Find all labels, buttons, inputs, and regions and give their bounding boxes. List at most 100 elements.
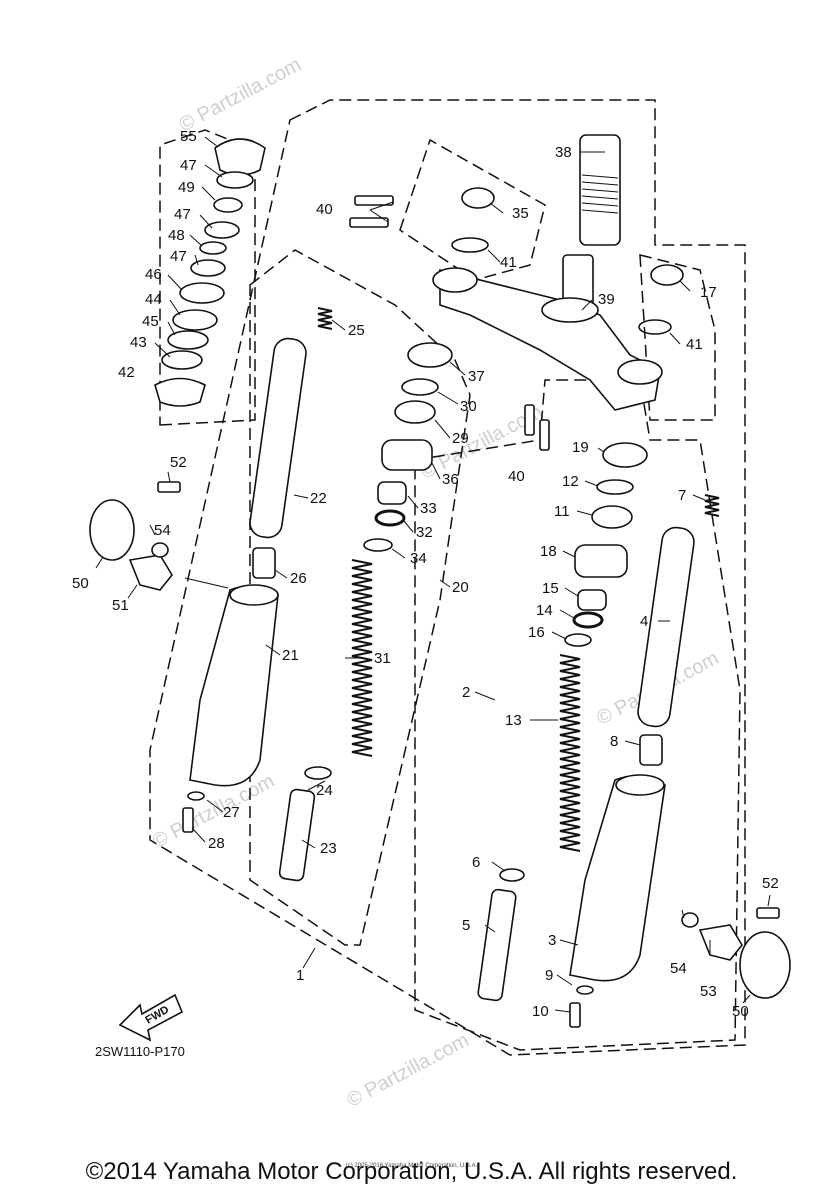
cap-55 bbox=[214, 138, 266, 176]
cap-35 bbox=[461, 187, 495, 209]
part-label-30: 30 bbox=[460, 398, 477, 415]
bearing-37 bbox=[407, 342, 453, 368]
nut-54-left bbox=[151, 542, 169, 558]
part-label-48: 48 bbox=[168, 227, 185, 244]
part-label-29: 29 bbox=[452, 430, 469, 447]
circlip-12 bbox=[596, 479, 634, 495]
inner-tube-right bbox=[637, 526, 695, 728]
bearing-45 bbox=[167, 330, 209, 350]
watermark: © Partzilla.com bbox=[343, 1029, 472, 1112]
part-label-5: 5 bbox=[462, 917, 470, 934]
race-44 bbox=[172, 309, 218, 331]
part-label-15: 15 bbox=[542, 580, 559, 597]
bushing-26 bbox=[252, 547, 276, 579]
part-label-7: 7 bbox=[678, 487, 686, 504]
part-label-28: 28 bbox=[208, 835, 225, 852]
part-label-21: 21 bbox=[282, 647, 299, 664]
bushing-8 bbox=[639, 734, 663, 766]
part-label-9: 9 bbox=[545, 967, 553, 984]
reflector-left bbox=[89, 499, 135, 561]
dust-seal-33 bbox=[377, 481, 407, 505]
part-label-37: 37 bbox=[468, 368, 485, 385]
copyright-footer: ©2014 Yamaha Motor Corporation, U.S.A. A… bbox=[85, 1158, 738, 1185]
bolt-52-right bbox=[756, 907, 780, 919]
part-label-35: 35 bbox=[512, 205, 529, 222]
part-label-44: 44 bbox=[145, 291, 162, 308]
damper-rod-right bbox=[477, 888, 517, 1002]
o-ring-32 bbox=[374, 509, 406, 527]
circlip-30 bbox=[401, 378, 439, 396]
reflector-right bbox=[739, 931, 791, 999]
part-label-32: 32 bbox=[416, 524, 433, 541]
part-label-16: 16 bbox=[528, 624, 545, 641]
part-label-25: 25 bbox=[348, 322, 365, 339]
nut-47b bbox=[204, 221, 240, 239]
clip-34 bbox=[363, 538, 393, 552]
watermark: © Partzilla.com bbox=[176, 54, 305, 137]
part-label-18: 18 bbox=[540, 543, 557, 560]
part-label-51: 51 bbox=[112, 597, 129, 614]
ring-6 bbox=[499, 868, 525, 882]
part-label-40: 40 bbox=[508, 468, 525, 485]
part-label-52: 52 bbox=[170, 454, 187, 471]
bearing-19 bbox=[602, 442, 648, 468]
washer-27 bbox=[187, 791, 205, 801]
spring-13 bbox=[559, 654, 581, 852]
circlip-41a bbox=[451, 237, 489, 253]
group-outline-1 bbox=[149, 99, 746, 1056]
part-label-47: 47 bbox=[180, 157, 197, 174]
part-label-47: 47 bbox=[170, 248, 187, 265]
group-outline-20 bbox=[249, 249, 471, 946]
nut-54-right bbox=[681, 912, 699, 928]
part-label-49: 49 bbox=[178, 179, 195, 196]
bolt-10 bbox=[569, 1002, 581, 1028]
part-label-2: 2 bbox=[462, 684, 470, 701]
part-label-55: 55 bbox=[180, 128, 197, 145]
ring-24 bbox=[304, 766, 332, 780]
fwd-arrow-icon bbox=[118, 993, 184, 1042]
watermark-group: © Partzilla.com © Partzilla.com © Partzi… bbox=[149, 54, 723, 1112]
race-46 bbox=[179, 282, 225, 304]
part-label-50: 50 bbox=[732, 1003, 749, 1020]
part-label-27: 27 bbox=[223, 804, 240, 821]
part-label-8: 8 bbox=[610, 733, 618, 750]
cap-17 bbox=[650, 264, 684, 286]
part-label-45: 45 bbox=[142, 313, 159, 330]
part-label-10: 10 bbox=[532, 1003, 549, 1020]
part-label-38: 38 bbox=[555, 144, 572, 161]
part-label-47: 47 bbox=[174, 206, 191, 223]
part-shapes bbox=[89, 134, 791, 1042]
part-label-20: 20 bbox=[452, 579, 469, 596]
part-label-14: 14 bbox=[536, 602, 553, 619]
part-label-4: 4 bbox=[640, 613, 648, 630]
outer-tube-right bbox=[569, 775, 666, 982]
part-label-50: 50 bbox=[72, 575, 89, 592]
group-outlines bbox=[149, 99, 746, 1056]
part-label-42: 42 bbox=[118, 364, 135, 381]
part-label-46: 46 bbox=[145, 266, 162, 283]
group-outline-steering bbox=[159, 129, 256, 426]
seal-42 bbox=[154, 377, 206, 407]
tiny-copyright: (c) 2005-2016 Yamaha Motor Corporation, … bbox=[345, 1163, 478, 1169]
ring-nut-36 bbox=[381, 439, 433, 471]
part-label-22: 22 bbox=[310, 490, 327, 507]
part-label-40: 40 bbox=[316, 201, 333, 218]
dust-seal-15 bbox=[577, 589, 607, 611]
part-label-13: 13 bbox=[505, 712, 522, 729]
part-label-39: 39 bbox=[598, 291, 615, 308]
seal-29 bbox=[394, 400, 436, 424]
group-outline-2 bbox=[414, 379, 741, 1051]
washer-47a bbox=[216, 171, 254, 189]
part-label-12: 12 bbox=[562, 473, 579, 490]
spring-7 bbox=[704, 494, 720, 517]
part-label-19: 19 bbox=[572, 439, 589, 456]
leader-lines bbox=[95, 136, 771, 1013]
bolt-28 bbox=[182, 807, 194, 833]
part-label-43: 43 bbox=[130, 334, 147, 351]
part-label-41: 41 bbox=[686, 336, 703, 353]
part-label-54: 54 bbox=[154, 522, 171, 539]
stem-thread bbox=[581, 174, 619, 214]
part-label-6: 6 bbox=[472, 854, 480, 871]
race-43 bbox=[161, 350, 203, 370]
